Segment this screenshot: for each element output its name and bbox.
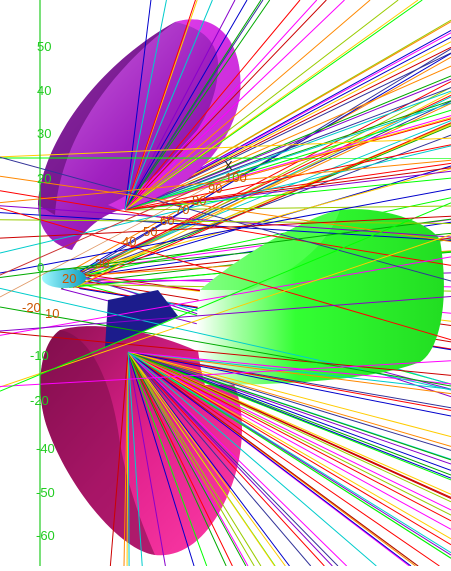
x-tick-label: 10 bbox=[45, 306, 59, 321]
y-tick-label: -40 bbox=[36, 441, 55, 456]
y-tick-label: -50 bbox=[36, 485, 55, 500]
y-tick-label: 50 bbox=[37, 39, 51, 54]
y-tick-label: 0 bbox=[37, 260, 44, 275]
axis-marker-x: X bbox=[224, 158, 233, 173]
x-tick-label: 70 bbox=[175, 202, 189, 217]
y-tick-label: 20 bbox=[37, 171, 51, 186]
x-tick-label: 30 bbox=[95, 256, 109, 271]
y-tick-label: -20 bbox=[30, 393, 49, 408]
y-axis-labels: 50 40 30 20 0 -10 -20 -40 -50 -60 bbox=[30, 39, 55, 543]
x-tick-label: 80 bbox=[192, 193, 206, 208]
x-tick-label: 40 bbox=[122, 234, 136, 249]
x-tick-label: 90 bbox=[208, 181, 222, 196]
x-tick-label: 60 bbox=[160, 213, 174, 228]
y-tick-label: 40 bbox=[37, 83, 51, 98]
x-tick-label: 20 bbox=[62, 271, 76, 286]
y-tick-label: -60 bbox=[36, 528, 55, 543]
y-tick-label: -10 bbox=[30, 348, 49, 363]
x-tick-label: 50 bbox=[143, 224, 157, 239]
x-tick-label: -20 bbox=[22, 300, 41, 315]
y-tick-label: 30 bbox=[37, 126, 51, 141]
